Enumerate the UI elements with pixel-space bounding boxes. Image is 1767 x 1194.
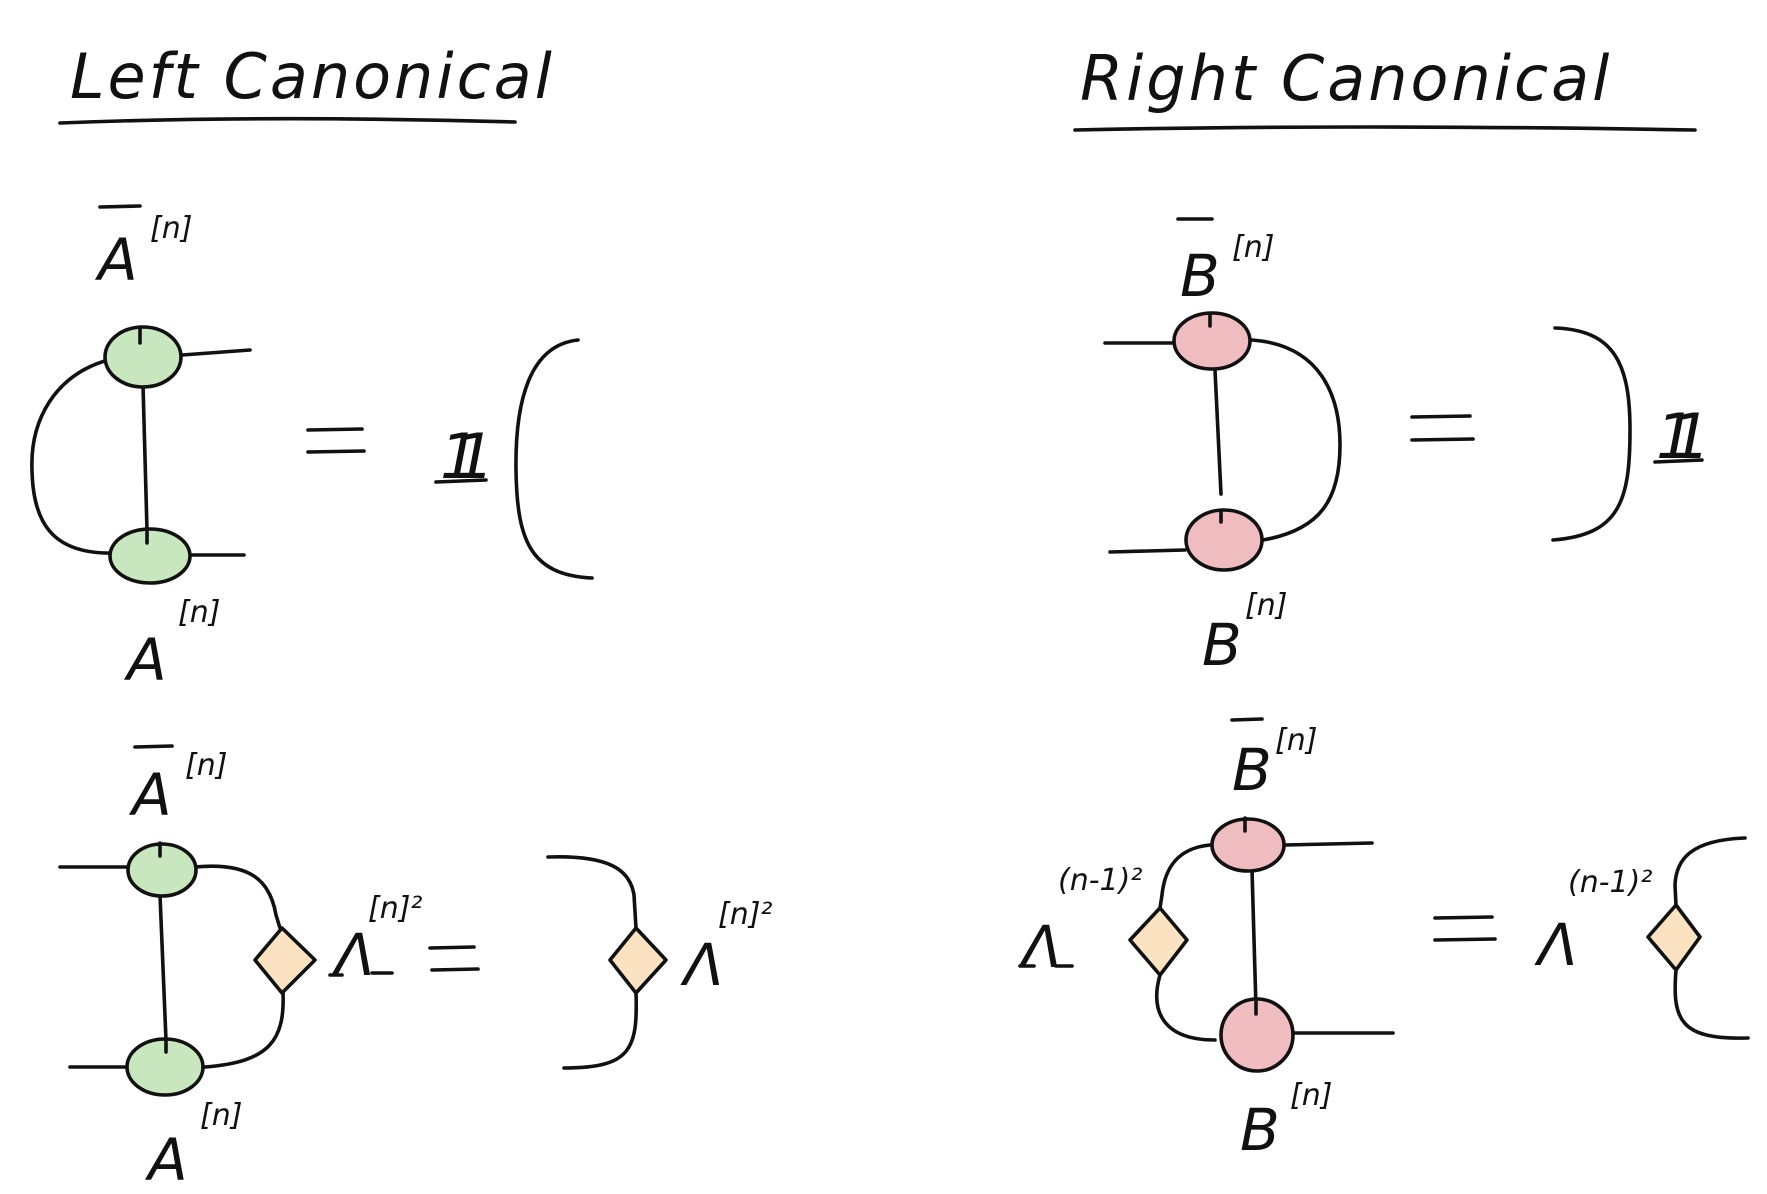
lambda-r-top-bond [1158, 843, 1212, 910]
label-abar-lower: A [n] [128, 744, 227, 829]
tensor-lambda-rhs-right [1646, 903, 1702, 972]
left-loop-bond [30, 358, 117, 555]
identity-bond-right [1551, 326, 1632, 542]
label-abar-top: A [n] [94, 204, 192, 294]
bbar2-physical-bond [1250, 868, 1258, 1010]
tensor-lambda-rhs-left [608, 926, 668, 995]
abar-right-bond [180, 348, 252, 357]
identity-bond-left [514, 338, 594, 580]
equals-sign-4 [1433, 915, 1497, 942]
tensor-bbar [1172, 311, 1252, 371]
left-title-underline [58, 116, 517, 125]
lambda-top-bond [193, 864, 282, 930]
label-lambda-rhs-right: Λ (n-1)² [1534, 865, 1652, 979]
left-canonical-title: Left Canonical [70, 40, 555, 113]
svg-text:[n]: [n] [1290, 1078, 1332, 1113]
svg-text:A: A [94, 226, 138, 294]
tensor-abar-2 [126, 842, 198, 898]
label-lambda-right: Λ (n-1)² [1018, 863, 1142, 981]
svg-text:B: B [1180, 242, 1220, 310]
svg-text:[n]: [n] [200, 1098, 242, 1133]
right-loop-bond [1250, 338, 1342, 542]
rhs-bond-top-right [1673, 836, 1747, 907]
svg-text:[n]: [n] [178, 595, 220, 630]
svg-text:A: A [144, 1126, 188, 1194]
svg-text:[n]: [n] [1232, 230, 1274, 265]
right-canonical-section: Right Canonical B [n] B [n] [1018, 42, 1750, 1164]
left-lambda-equation: A [n] Λ [n]² A [n] [58, 744, 772, 1194]
svg-text:(n-1)²: (n-1)² [1058, 863, 1142, 898]
svg-text:B: B [1202, 611, 1242, 679]
equals-sign-2 [428, 945, 480, 972]
equals-sign-3 [1410, 414, 1475, 442]
bbar-physical-bond [1213, 368, 1223, 496]
svg-text:Λ: Λ [680, 931, 724, 999]
svg-text:[n]²: [n]² [368, 891, 422, 926]
abar-physical-bond [141, 383, 149, 532]
bbar2-right-bond [1283, 841, 1374, 847]
svg-text:[n]: [n] [1275, 723, 1317, 758]
svg-text:B: B [1240, 1096, 1280, 1164]
rhs-bond-bottom-left [562, 991, 639, 1070]
label-lambda-rhs-left: Λ [n]² [680, 897, 772, 999]
label-b-bottom: B [n] [1202, 588, 1287, 679]
rhs-bond-bottom-right [1673, 968, 1750, 1040]
label-a-bottom-2: A [n] [144, 1098, 242, 1194]
svg-text:(n-1)²: (n-1)² [1568, 865, 1652, 900]
tensor-abar [103, 325, 183, 389]
svg-text:[n]: [n] [1245, 588, 1287, 623]
label-lambda-left: Λ [n]² [328, 891, 422, 989]
label-bbar-lower: B [n] [1230, 717, 1317, 804]
equals-sign-1 [306, 427, 366, 454]
right-identity-equation: B [n] B [n] 1 1 [1103, 217, 1710, 679]
right-canonical-title: Right Canonical [1080, 42, 1612, 115]
tensor-lambda-right [1128, 906, 1189, 977]
tensor-b-2 [1219, 997, 1295, 1073]
label-a-bottom: A [n] [123, 595, 220, 694]
identity-symbol-left: 1 1 [434, 420, 494, 493]
left-identity-equation: A [n] A [n] 1 1 [30, 204, 594, 694]
label-bbar-top: B [n] [1176, 217, 1274, 310]
svg-text:A: A [123, 626, 167, 694]
tensor-b [1184, 508, 1264, 572]
rhs-bond-top-left [546, 855, 638, 930]
svg-text:[n]: [n] [150, 211, 192, 246]
label-b-bottom-2: B [n] [1240, 1078, 1332, 1164]
svg-text:A: A [128, 761, 172, 829]
svg-text:Λ: Λ [1534, 911, 1578, 979]
svg-text:[n]²: [n]² [718, 897, 772, 932]
b-left-bond [1108, 548, 1187, 554]
left-canonical-section: Left Canonical A [n] A [n] [30, 40, 772, 1194]
identity-symbol-right: 1 1 [1653, 400, 1710, 473]
right-title-underline [1073, 125, 1697, 132]
tensor-lambda-left [253, 926, 317, 995]
right-lambda-equation: B [n] Λ (n-1)² B [n] [1018, 717, 1750, 1164]
svg-text:Λ: Λ [331, 921, 375, 989]
lambda-r-bottom-bond [1155, 973, 1217, 1042]
svg-text:B: B [1232, 736, 1272, 804]
tensor-bbar-2 [1210, 817, 1286, 873]
abar2-physical-bond [158, 893, 168, 1042]
tensor-a [108, 527, 192, 585]
lambda-bottom-bond [203, 990, 285, 1069]
svg-text:[n]: [n] [185, 748, 227, 783]
svg-text:Λ: Λ [1018, 913, 1062, 981]
